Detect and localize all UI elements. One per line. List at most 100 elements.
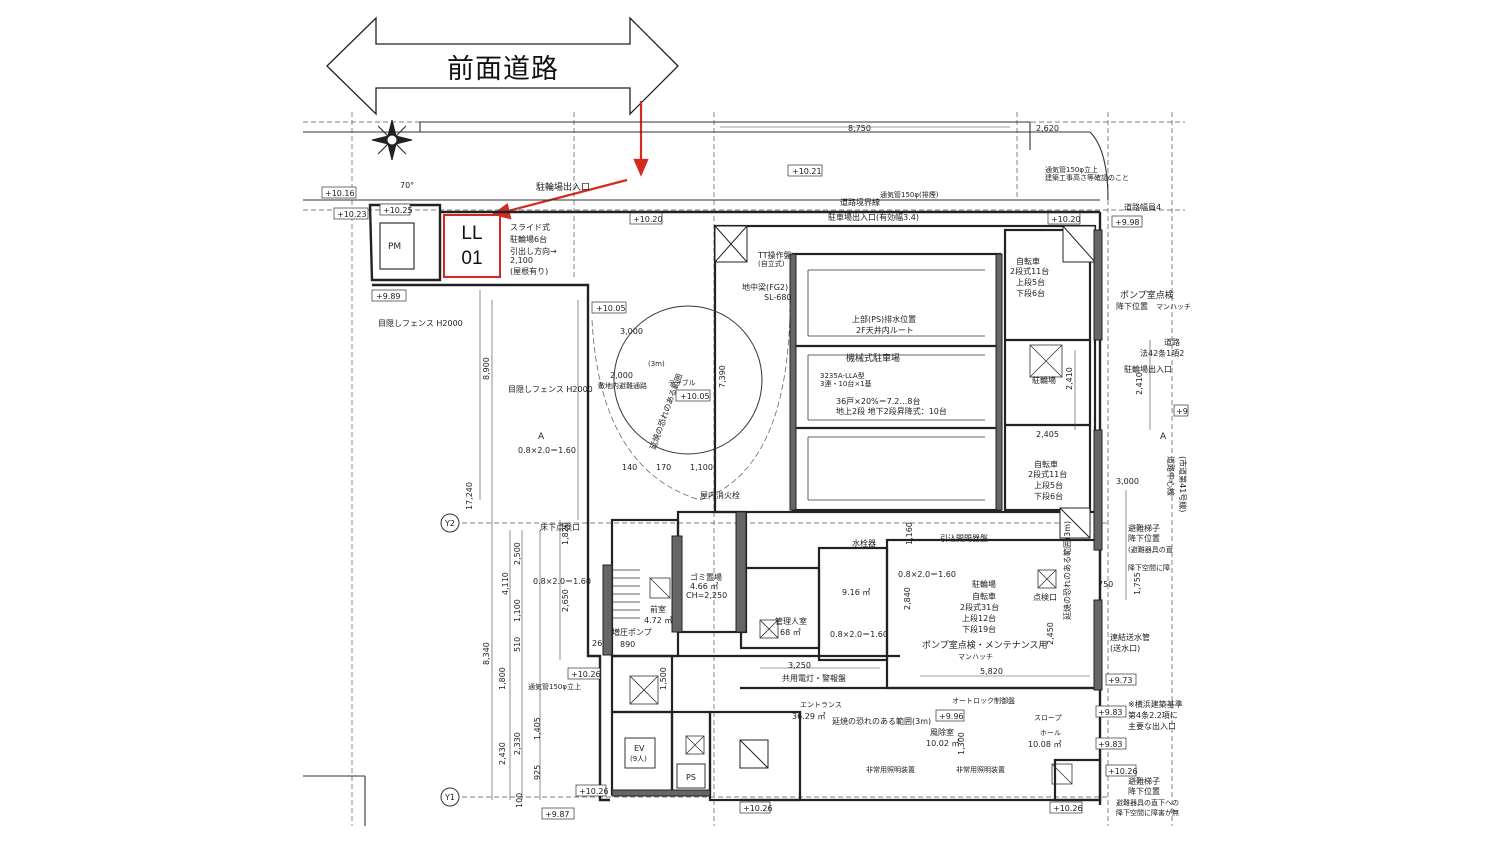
label-vent-note2: 建築工事高さ等確認のこと xyxy=(1045,173,1129,182)
label-bike-top-b: 2段式11台 xyxy=(1010,266,1049,276)
label-autolock: オートロック制御盤 xyxy=(952,696,1015,705)
label-ladder-b: 降下位置 xyxy=(1128,533,1160,543)
dim-2000: 2,000 xyxy=(610,371,633,380)
label-garbage: ゴミ置場 xyxy=(690,572,722,582)
label-bike-main-b: 2段式31台 xyxy=(960,602,999,612)
label-bike-main-a: 自転車 xyxy=(972,591,996,601)
dim-2620: 2,620 xyxy=(1036,124,1059,133)
label-bike-top-a: 自転車 xyxy=(1016,256,1040,266)
label-tt-panel: TT操作盤 xyxy=(757,250,792,260)
label-front-room-area: 4.72 ㎡ xyxy=(644,616,672,625)
label-ladder2-b: 降下位置 xyxy=(1128,786,1160,796)
dim-140: 140 xyxy=(622,463,637,472)
label-vent-top: 通気管150φ(排煙) xyxy=(880,190,939,199)
label-bike-top-lbl: 駐輪場 xyxy=(1032,375,1056,385)
label-front-room: 前室 xyxy=(650,604,666,614)
dim-170: 170 xyxy=(656,463,671,472)
label-fire-supply: 連結送水管 xyxy=(1110,632,1150,642)
ll-marker-line1: LL xyxy=(461,223,483,244)
fire-spread-arc xyxy=(591,299,791,501)
dim-2405: 2,405 xyxy=(1036,430,1059,439)
label-bike-entry-top: 駐輪場出入口 xyxy=(536,181,590,193)
level-l18: +10.26 xyxy=(1108,767,1138,776)
label-ladder2-note2: 降下空間に障害が無 xyxy=(1116,808,1179,817)
label-bike-mid-c: 上段5台 xyxy=(1034,480,1063,490)
label-parking-levels: 地上2段 地下2段昇降式：10台 xyxy=(836,406,947,416)
label-self-stand: (自立式) xyxy=(758,259,785,268)
level-texts: +10.16 +10.23 +10.25 +9.89 +10.21 +10.20… xyxy=(325,167,1188,819)
label-toilet-area: 9.16 ㎡ xyxy=(842,588,870,597)
dim-7390: 7,390 xyxy=(718,365,727,388)
label-pump-890: 890 xyxy=(620,640,635,649)
label-vent-note1: 通気管150φ立上 xyxy=(1045,165,1098,174)
level-l14: +10.26 xyxy=(743,804,773,813)
dim-5820: 5,820 xyxy=(980,667,1003,676)
label-garbage-area: 4.66 ㎡ xyxy=(690,582,718,591)
label-parking-count: 36戸×20%＝7.2…8台 xyxy=(836,396,920,406)
label-city-road: (市道第41号線) xyxy=(1178,456,1188,512)
dim-1800: 1,800 xyxy=(498,667,507,690)
label-no-shutter2: 非常用照明装置 xyxy=(956,765,1005,774)
ps-box xyxy=(676,763,706,789)
label-no-shutter: 非常用照明装置 xyxy=(866,765,915,774)
label-ladder-note: (避難器具の直 xyxy=(1128,545,1173,554)
level-l3: +10.25 xyxy=(383,206,413,215)
level-l8: +9.98 xyxy=(1115,218,1140,227)
label-fence-top: 目隠しフェンス H2000 xyxy=(378,318,463,328)
level-l16: +9.83 xyxy=(1098,708,1123,717)
label-fire-range-b: 延焼の恐れのある範囲(3m) xyxy=(832,716,931,726)
stair-lines xyxy=(612,569,640,619)
label-bike-main: 駐輪場 xyxy=(972,579,996,589)
dim-2650: 2,650 xyxy=(561,589,570,612)
dim-1405: 1,405 xyxy=(533,717,542,740)
label-ev: EV xyxy=(634,744,645,753)
dim-8900: 8,900 xyxy=(482,357,491,380)
level-l6: +10.20 xyxy=(633,215,663,224)
label-road-law: 法42条1項2 xyxy=(1140,348,1184,358)
grid-label-y1: Y1 xyxy=(444,793,455,802)
dim-2500: 2,500 xyxy=(513,542,522,565)
label-bike-slide: スライド式 xyxy=(510,222,550,232)
level-l15: +9.73 xyxy=(1108,676,1133,685)
label-open-a: 0.8×2.0＝1.60 xyxy=(533,577,591,586)
label-manager-area: 68 ㎡ xyxy=(780,628,801,637)
label-yokohama2: 第4条2.2項に xyxy=(1128,710,1178,720)
level-l2: +10.23 xyxy=(337,210,367,219)
level-l11: +10.26 xyxy=(571,670,601,679)
road-label: 前面道路 xyxy=(447,53,559,85)
label-roofed: (屋根有り) xyxy=(510,266,548,276)
label-open-b: 0.8×2.0＝1.60 xyxy=(898,570,956,579)
grid-bubble-y1: Y1 xyxy=(440,787,460,807)
dim-1300: 1,300 xyxy=(957,732,966,755)
site-perimeter xyxy=(368,203,1102,805)
level-l4: +9.89 xyxy=(376,292,401,301)
label-road-boundary: 道路境界線 xyxy=(840,197,880,207)
dim-2450: 2,450 xyxy=(1046,622,1055,645)
label-table: テーブル xyxy=(668,378,696,387)
level-l12: +9.87 xyxy=(545,810,570,819)
label-ceiling-route: 2F天井内ルート xyxy=(856,325,914,335)
dim-26: 26 xyxy=(592,639,602,648)
label-bike-mid-b: 2段式11台 xyxy=(1028,469,1067,479)
label-pump-maint: ポンプ室点検・メンテナンス用 xyxy=(922,639,1048,651)
label-pull-panel: 引込開閉器盤 xyxy=(940,533,988,543)
level-l7: +10.20 xyxy=(1051,215,1081,224)
label-bike-top-c: 上段5台 xyxy=(1016,277,1045,287)
dim-2100: 2,100 xyxy=(510,256,533,265)
north-arrow-icon xyxy=(371,119,413,161)
dim-3000: 3,000 xyxy=(620,327,643,336)
label-ps: PS xyxy=(686,773,696,782)
label-entrance-area: 36.29 ㎡ xyxy=(792,712,825,721)
dim-8340: 8,340 xyxy=(482,642,491,665)
dim-3250: 3,250 xyxy=(788,661,811,670)
dim-750: 750 xyxy=(1098,580,1113,589)
road-double-arrow xyxy=(326,16,679,116)
label-mech-parking: 機械式駐車場 xyxy=(846,352,900,364)
label-bike-exit-r: 駐輪場出入口 xyxy=(1124,364,1172,374)
dim-17240: 17,240 xyxy=(465,482,474,510)
label-fire-hydrant: 屋内消火栓 xyxy=(700,490,740,500)
label-hall: ホール xyxy=(1040,729,1061,737)
label-garbage-ch: CH=2,250 xyxy=(686,591,727,600)
dim-1160: 1,160 xyxy=(905,522,914,545)
